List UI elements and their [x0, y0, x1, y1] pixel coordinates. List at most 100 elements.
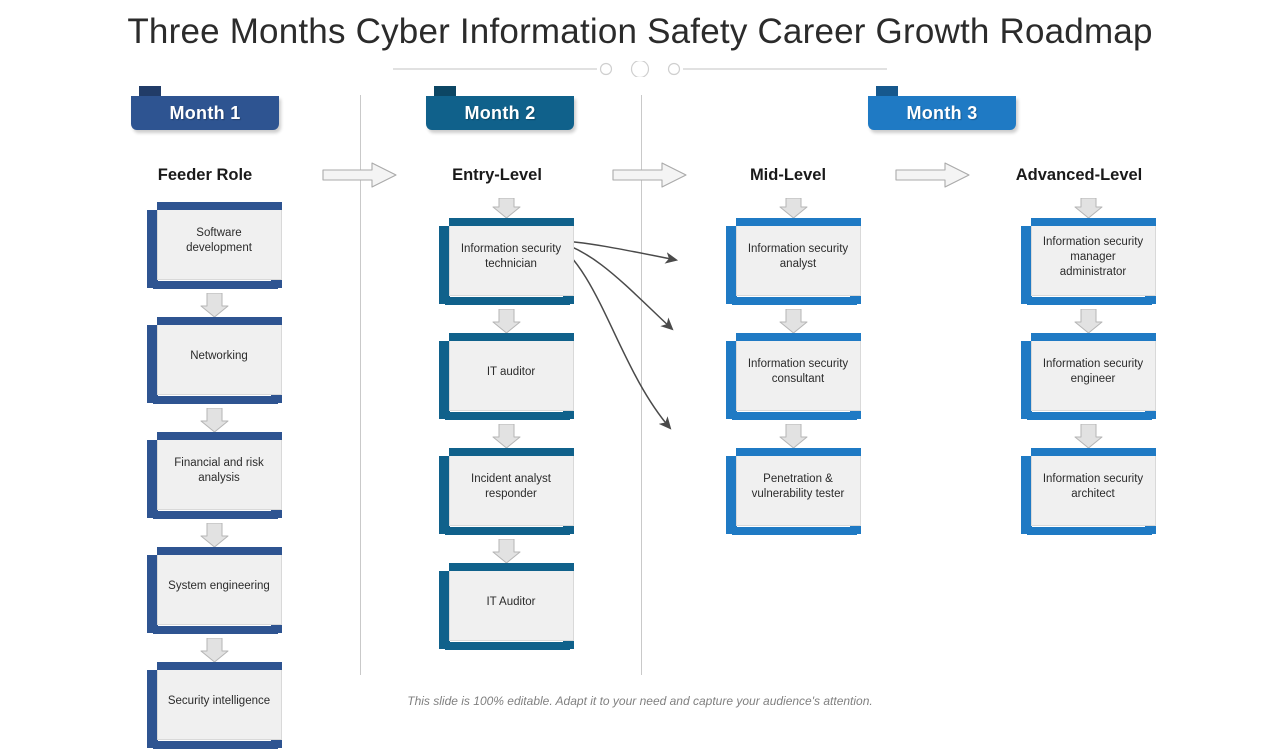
- role-card-mid-level-1[interactable]: Information security analyst: [725, 218, 861, 305]
- card-accent-bar-bottom: [152, 281, 278, 289]
- flow-arrow-down-feeder-role-3: [147, 522, 282, 548]
- card-label: IT auditor: [486, 365, 536, 378]
- card-accent-bar-top: [1030, 333, 1156, 341]
- flow-arrow-down-advanced-level-entry: [1021, 197, 1156, 219]
- role-card-feeder-role-1[interactable]: Software development: [146, 202, 282, 289]
- card-label: Security intelligence: [167, 694, 271, 707]
- card-face: Information security consultant: [735, 333, 861, 411]
- chevron-down-icon: [779, 423, 807, 449]
- card-accent-bar-bottom: [731, 297, 857, 305]
- month-banner-3[interactable]: Month 3: [868, 86, 1016, 130]
- role-card-entry-level-3[interactable]: Incident analyst responder: [438, 448, 574, 535]
- card-accent-bar-top: [156, 547, 282, 555]
- role-card-entry-level-1[interactable]: Information security technician: [438, 218, 574, 305]
- chevron-down-icon: [492, 308, 520, 334]
- card-accent-bar-bottom: [152, 511, 278, 519]
- card-accent-bar-top: [1030, 218, 1156, 226]
- card-accent-bar-bottom: [444, 527, 570, 535]
- role-card-advanced-level-1[interactable]: Information security manager administrat…: [1020, 218, 1156, 305]
- card-face: IT Auditor: [448, 563, 574, 641]
- card-label: Information security consultant: [747, 358, 849, 385]
- card-face: Financial and risk analysis: [156, 432, 282, 510]
- flow-arrow-down-entry-level-entry: [439, 197, 574, 219]
- level-heading-feeder-role: Feeder Role: [157, 166, 253, 184]
- stage-arrow-right-1: [322, 162, 397, 188]
- flow-arrow-down-entry-level-2: [439, 423, 574, 449]
- card-accent-bar-bottom: [152, 741, 278, 749]
- card-accent-bar-left: [438, 571, 450, 649]
- month-banner-1[interactable]: Month 1: [131, 86, 279, 130]
- chevron-down-icon: [779, 197, 807, 219]
- card-accent-bar-bottom: [1026, 527, 1152, 535]
- card-accent-bar-bottom: [152, 626, 278, 634]
- card-accent-bar-left: [1020, 226, 1032, 304]
- card-accent-bar-top: [156, 432, 282, 440]
- ribbon-fold-icon: [139, 86, 161, 97]
- flow-arrow-down-feeder-role-4: [147, 637, 282, 663]
- role-card-mid-level-3[interactable]: Penetration & vulnerability tester: [725, 448, 861, 535]
- flow-arrow-down-advanced-level-1: [1021, 308, 1156, 334]
- chevron-down-icon: [492, 423, 520, 449]
- month-banner-2-ribbon: Month 2: [426, 96, 574, 130]
- card-label: Penetration & vulnerability tester: [751, 473, 845, 500]
- chevron-down-icon: [1074, 197, 1102, 219]
- flow-arrow-down-feeder-role-2: [147, 407, 282, 433]
- card-accent-bar-left: [725, 456, 737, 534]
- card-label: Networking: [190, 349, 248, 362]
- card-accent-bar-bottom: [1026, 412, 1152, 420]
- chevron-down-icon: [200, 407, 228, 433]
- chevron-down-icon: [1074, 423, 1102, 449]
- card-accent-bar-bottom: [152, 396, 278, 404]
- card-accent-bar-left: [146, 325, 158, 403]
- role-card-feeder-role-4[interactable]: System engineering: [146, 547, 282, 634]
- card-accent-bar-left: [438, 456, 450, 534]
- card-face: Information security technician: [448, 218, 574, 296]
- card-label: Software development: [186, 227, 252, 254]
- role-card-entry-level-4[interactable]: IT Auditor: [438, 563, 574, 650]
- role-card-feeder-role-5[interactable]: Security intelligence: [146, 662, 282, 749]
- card-accent-bar-left: [1020, 341, 1032, 419]
- chevron-down-icon: [492, 197, 520, 219]
- card-accent-bar-top: [735, 333, 861, 341]
- card-accent-bar-bottom: [444, 642, 570, 650]
- card-accent-bar-left: [146, 210, 158, 288]
- card-accent-bar-top: [448, 333, 574, 341]
- card-label: Incident analyst responder: [471, 473, 551, 500]
- month-banner-1-ribbon: Month 1: [131, 96, 279, 130]
- role-card-advanced-level-2[interactable]: Information security engineer: [1020, 333, 1156, 420]
- role-card-feeder-role-3[interactable]: Financial and risk analysis: [146, 432, 282, 519]
- flow-arrow-down-feeder-role-1: [147, 292, 282, 318]
- stage-arrow-right-3: [895, 162, 970, 188]
- role-card-advanced-level-3[interactable]: Information security architect: [1020, 448, 1156, 535]
- card-accent-bar-top: [448, 448, 574, 456]
- card-face: Information security analyst: [735, 218, 861, 296]
- card-label: Information security analyst: [747, 243, 849, 270]
- card-accent-bar-left: [146, 440, 158, 518]
- ribbon-fold-icon: [876, 86, 898, 97]
- card-accent-bar-top: [156, 662, 282, 670]
- card-accent-bar-left: [1020, 456, 1032, 534]
- footer-note: This slide is 100% editable. Adapt it to…: [407, 694, 873, 708]
- chevron-down-icon: [1074, 308, 1102, 334]
- role-card-feeder-role-2[interactable]: Networking: [146, 317, 282, 404]
- level-heading-entry-level: Entry-Level: [452, 166, 542, 184]
- role-card-mid-level-2[interactable]: Information security consultant: [725, 333, 861, 420]
- title-divider-ornament: [393, 61, 887, 77]
- column-separator-1: [360, 95, 361, 675]
- chevron-down-icon: [492, 538, 520, 564]
- month-banner-2[interactable]: Month 2: [426, 86, 574, 130]
- card-accent-bar-left: [438, 341, 450, 419]
- flow-arrow-down-mid-level-entry: [726, 197, 861, 219]
- chevron-down-icon: [200, 292, 228, 318]
- stage-arrow-right-2: [612, 162, 687, 188]
- role-card-entry-level-2[interactable]: IT auditor: [438, 333, 574, 420]
- card-face: Information security manager administrat…: [1030, 218, 1156, 296]
- card-accent-bar-left: [725, 226, 737, 304]
- card-face: Security intelligence: [156, 662, 282, 740]
- flow-arrow-down-advanced-level-2: [1021, 423, 1156, 449]
- card-label: System engineering: [168, 579, 270, 592]
- card-accent-bar-bottom: [731, 412, 857, 420]
- month-banner-3-label: Month 3: [906, 102, 978, 123]
- card-accent-bar-left: [146, 555, 158, 633]
